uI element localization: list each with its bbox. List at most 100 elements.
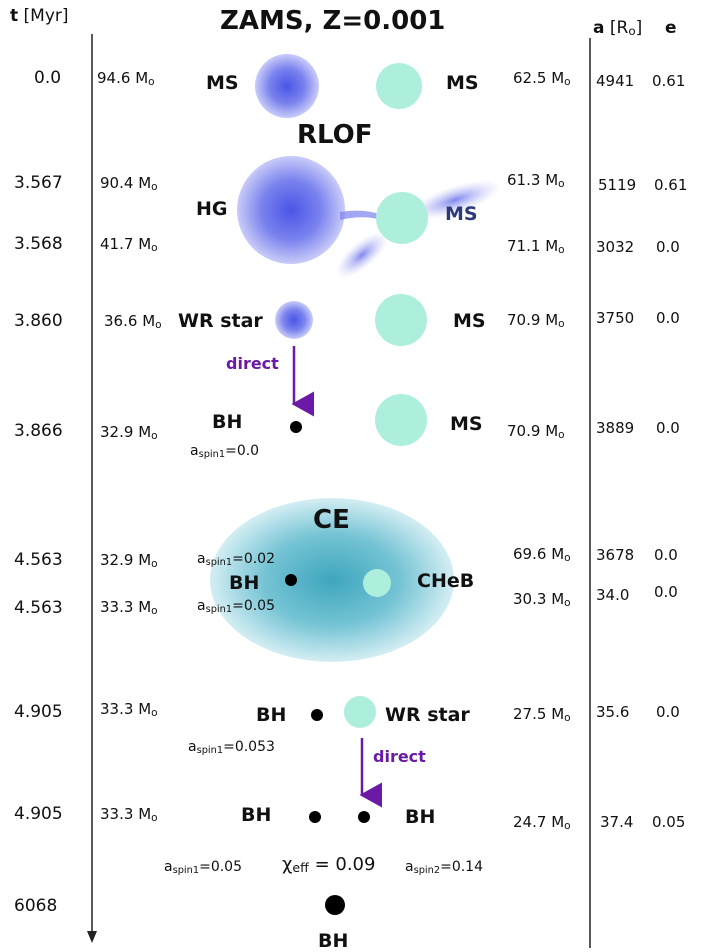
secondary-mass: 27.5 Mo (513, 705, 571, 724)
stage-label-ms-4: MS (450, 413, 483, 435)
stage-label-bh-1: BH (212, 411, 243, 433)
time-value: 6068 (14, 896, 58, 916)
stage-label-bh-merged: BH (318, 930, 349, 952)
stage-label-ms-rlof: MS (445, 203, 478, 225)
primary-mass: 32.9 Mo (100, 551, 158, 570)
secondary-mass: 69.6 Mo (513, 545, 571, 564)
secondary-mass: 61.3 Mo (507, 171, 565, 190)
eccentricity-header: e (665, 18, 677, 38)
separation-value: 5119 (598, 176, 637, 194)
spin-annotation: aspin1=0.0 (190, 443, 260, 460)
rlof-ejecta-plume-top (409, 180, 501, 220)
ce-label: CE (313, 505, 350, 535)
time-value: 3.860 (14, 311, 63, 331)
spin-annotation: aspin1=0.053 (188, 739, 275, 756)
secondary-ms-star-rlof (376, 192, 428, 244)
direct-collapse-label-2: direct (373, 747, 426, 766)
separation-value: 35.6 (596, 703, 630, 721)
eccentricity-value: 0.0 (656, 238, 680, 256)
time-axis-header: t [Myr] (10, 8, 69, 25)
primary-mass: 33.3 Mo (100, 598, 158, 617)
secondary-mass: 71.1 Mo (507, 237, 565, 256)
spin-annotation: aspin1=0.05 (164, 859, 242, 876)
direct-collapse-label-1: direct (226, 354, 279, 373)
time-value: 4.563 (14, 598, 63, 618)
stage-label-ms-secondary: MS (446, 72, 479, 94)
secondary-wr-star (344, 696, 376, 728)
primary-mass: 33.3 Mo (100, 805, 158, 824)
secondary-mass: 70.9 Mo (507, 422, 565, 441)
primary-mass: 33.3 Mo (100, 700, 158, 719)
eccentricity-value: 0.61 (654, 176, 688, 194)
separation-value: 3032 (596, 238, 635, 256)
primary-mass: 90.4 Mo (100, 174, 158, 193)
primary-mass: 32.9 Mo (100, 423, 158, 442)
time-value: 4.905 (14, 702, 63, 722)
time-axis-symbol: t (10, 6, 19, 26)
spin-annotation: aspin1=0.02 (197, 551, 275, 568)
time-value: 0.0 (34, 68, 62, 88)
stage-label-wr-star-primary: WR star (178, 310, 263, 332)
stage-label-hg: HG (196, 198, 228, 220)
time-value: 4.563 (14, 550, 63, 570)
separation-header: a [Ro] (593, 18, 643, 38)
eccentricity-value: 0.0 (656, 419, 680, 437)
separation-value: 3750 (596, 309, 635, 327)
secondary-mass: 70.9 Mo (507, 311, 565, 330)
stage-label-bh-2: BH (256, 704, 287, 726)
stage-label-ms-primary: MS (206, 72, 239, 94)
primary-mass: 94.6 Mo (97, 69, 155, 88)
time-axis-arrowhead (87, 931, 97, 943)
secondary-mass: 24.7 Mo (513, 813, 571, 832)
secondary-ms-star-3 (375, 294, 427, 346)
secondary-ms-star (376, 63, 422, 109)
secondary-bh (358, 811, 370, 823)
ce-primary-bh (285, 574, 297, 586)
stage-label-wr-star-secondary: WR star (385, 704, 470, 726)
chi-eff-annotation: χeff = 0.09 (282, 854, 376, 875)
separation-value: 34.0 (596, 586, 630, 604)
diagram-title: ZAMS, Z=0.001 (220, 6, 446, 36)
secondary-mass: 30.3 Mo (513, 590, 571, 609)
rlof-ejecta-plume-bottom (336, 232, 388, 278)
secondary-cheb-star (363, 569, 391, 597)
rlof-label: RLOF (297, 120, 373, 150)
eccentricity-value: 0.05 (652, 813, 686, 831)
time-value: 3.866 (14, 421, 63, 441)
stage-label-bh-ce: BH (229, 572, 260, 594)
spin-annotation: aspin2=0.14 (405, 859, 483, 876)
stage-label-bh-3: BH (241, 804, 272, 826)
stage-label-ms-3: MS (453, 310, 486, 332)
time-value: 3.568 (14, 234, 63, 254)
spin-annotation: aspin1=0.05 (197, 598, 275, 615)
primary-wr-star (275, 301, 313, 339)
primary-mass: 41.7 Mo (100, 235, 158, 254)
stage-label-bh-secondary: BH (405, 806, 436, 828)
secondary-mass: 62.5 Mo (513, 69, 571, 88)
separation-value: 4941 (596, 72, 635, 90)
common-envelope-cloud (210, 498, 454, 662)
primary-bh-1 (290, 421, 302, 433)
eccentricity-value: 0.0 (656, 309, 680, 327)
primary-bh-2 (311, 709, 323, 721)
eccentricity-value: 0.61 (652, 72, 686, 90)
separation-symbol: a (593, 18, 605, 38)
secondary-ms-star-4 (375, 394, 427, 446)
primary-bh-3 (309, 811, 321, 823)
time-value: 3.567 (14, 173, 63, 193)
separation-value: 3678 (596, 546, 635, 564)
separation-value: 37.4 (600, 813, 634, 831)
stage-label-cheb: CHeB (417, 570, 475, 592)
eccentricity-value: 0.0 (656, 703, 680, 721)
primary-ms-star (255, 54, 319, 118)
merged-bh (325, 895, 345, 915)
time-value: 4.905 (14, 804, 63, 824)
primary-hg-star (237, 156, 345, 264)
time-axis-unit: [Myr] (23, 6, 69, 26)
eccentricity-value: 0.0 (654, 583, 678, 601)
mass-transfer-stream (340, 210, 385, 221)
eccentricity-value: 0.0 (654, 546, 678, 564)
primary-mass: 36.6 Mo (104, 312, 162, 331)
separation-value: 3889 (596, 419, 635, 437)
